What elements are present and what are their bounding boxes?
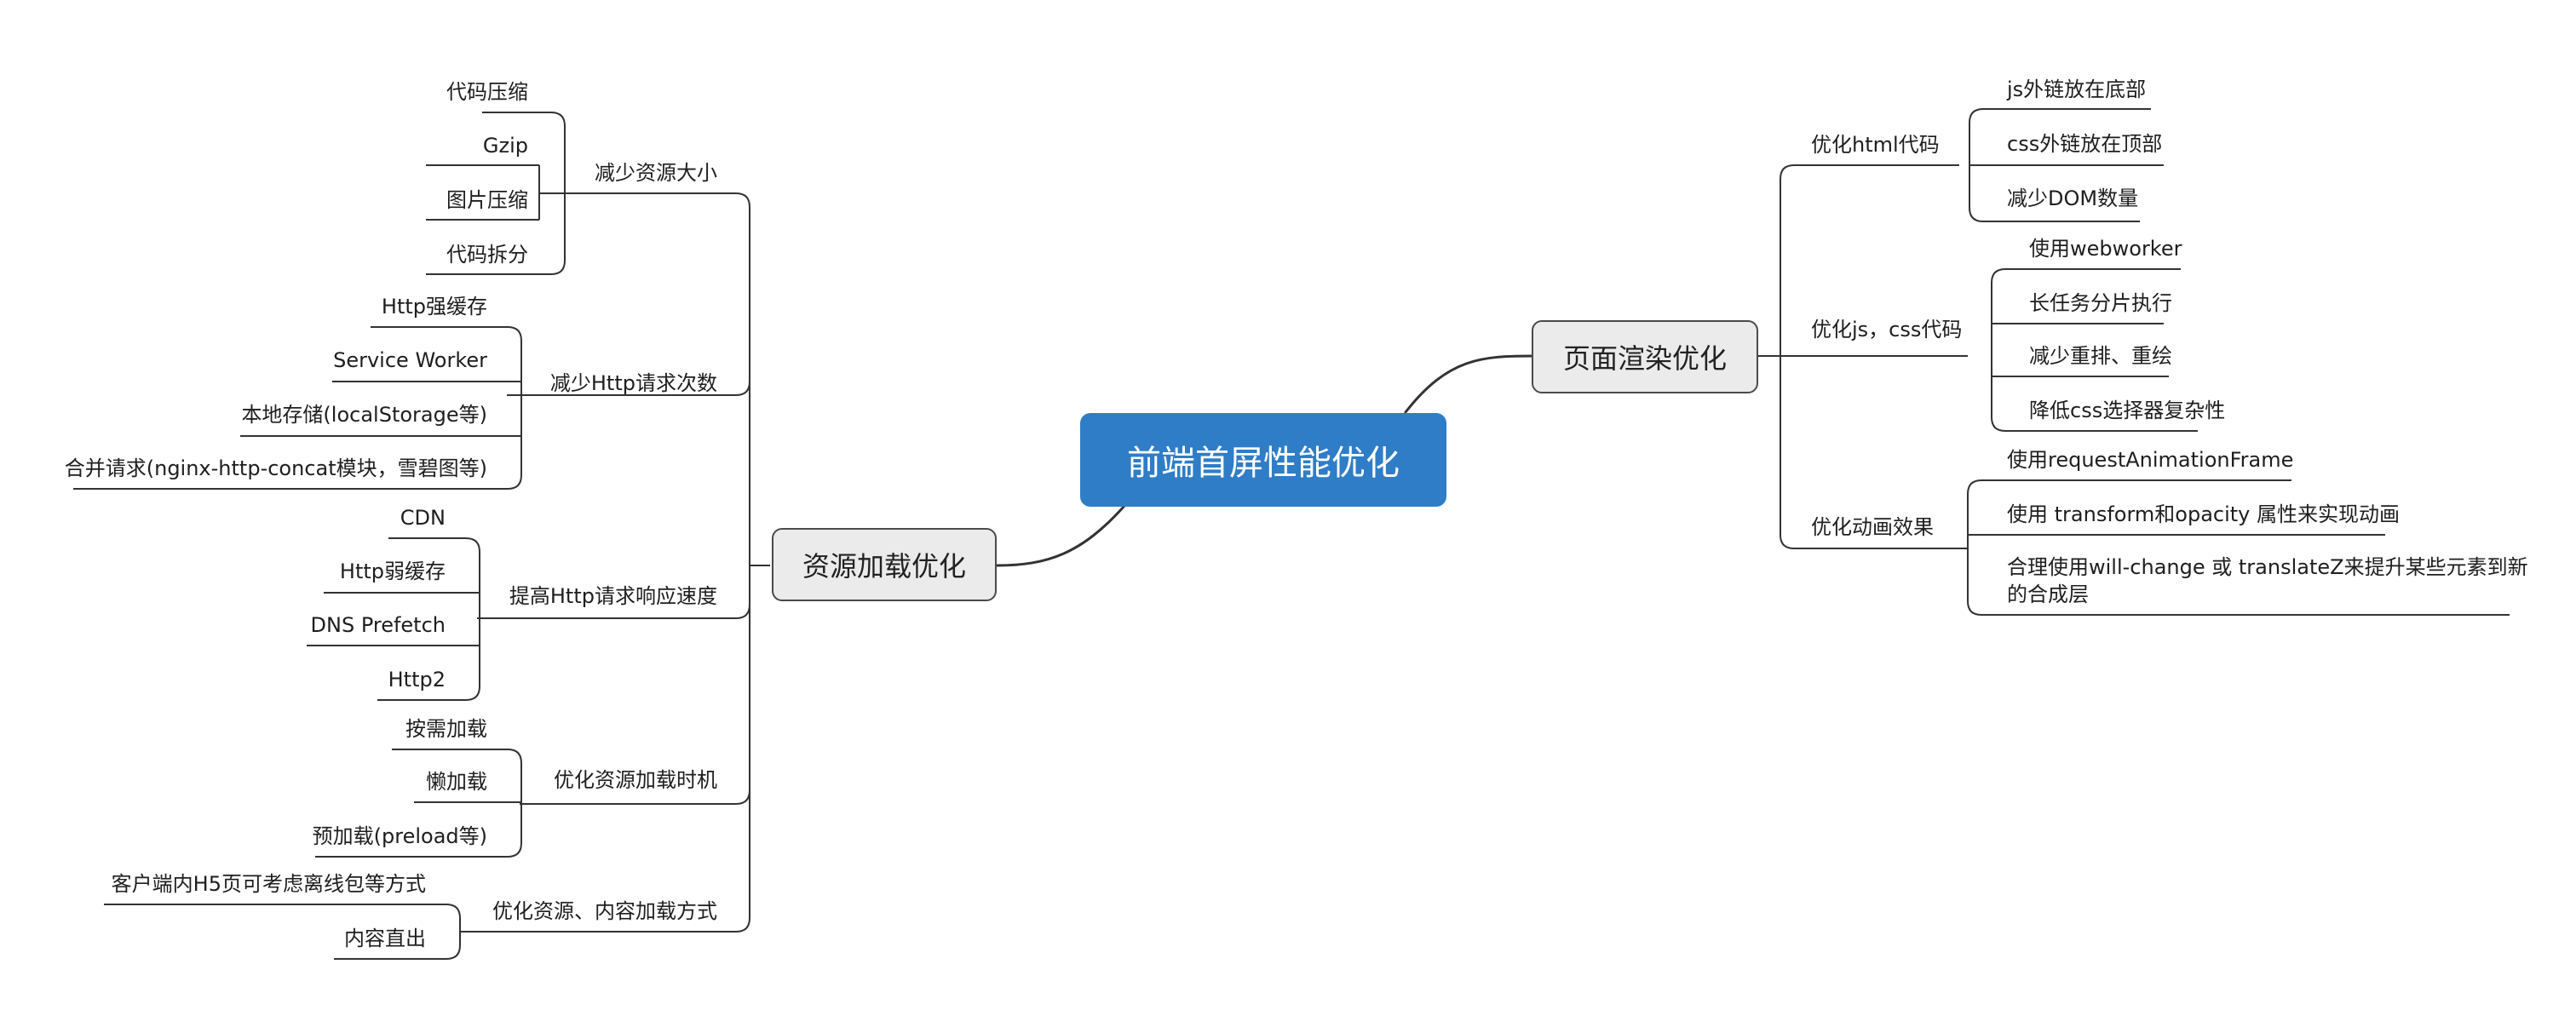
leaf-image-compress[interactable]: 图片压缩	[446, 188, 528, 212]
branch-page-rendering[interactable]: 页面渲染优化	[1532, 320, 1758, 393]
leaf-transform-opacity[interactable]: 使用 transform和opacity 属性来实现动画	[2007, 502, 2401, 526]
leaf-content-direct[interactable]: 内容直出	[344, 927, 426, 950]
leaf-http-strong-cache[interactable]: Http强缓存	[381, 295, 487, 319]
topic-response-speed[interactable]: 提高Http请求响应速度	[509, 584, 717, 608]
topic-load-method[interactable]: 优化资源、内容加载方式	[492, 899, 717, 923]
leaf-will-change-line2[interactable]: 的合成层	[2007, 582, 2089, 606]
leaf-service-worker[interactable]: Service Worker	[333, 348, 487, 372]
topic-optimize-js-css[interactable]: 优化js，css代码	[1811, 318, 1963, 341]
leaf-http2[interactable]: Http2	[388, 668, 446, 692]
root-label: 前端首屏性能优化	[1127, 444, 1400, 483]
leaf-long-task-split[interactable]: 长任务分片执行	[2029, 291, 2172, 315]
leaf-cdn[interactable]: CDN	[400, 506, 446, 530]
topic-reduce-size[interactable]: 减少资源大小	[595, 161, 717, 185]
branch-label: 资源加载优化	[802, 550, 966, 582]
leaf-js-bottom[interactable]: js外链放在底部	[2007, 77, 2147, 101]
leaf-gzip[interactable]: Gzip	[482, 134, 528, 158]
branch-label: 页面渲染优化	[1562, 342, 1727, 375]
leaf-code-split[interactable]: 代码拆分	[446, 243, 528, 267]
leaf-dns-prefetch[interactable]: DNS Prefetch	[310, 613, 446, 637]
leaf-local-storage[interactable]: 本地存储(localStorage等)	[241, 403, 487, 427]
leaf-http-weak-cache[interactable]: Http弱缓存	[339, 560, 446, 583]
leaf-merge-requests[interactable]: 合并请求(nginx-http-concat模块，雪碧图等)	[64, 456, 487, 480]
topic-reduce-requests[interactable]: 减少Http请求次数	[549, 371, 717, 395]
leaf-css-selector[interactable]: 降低css选择器复杂性	[2029, 399, 2226, 422]
leaf-reduce-reflow[interactable]: 减少重排、重绘	[2029, 344, 2172, 368]
leaf-code-compress[interactable]: 代码压缩	[446, 80, 528, 104]
leaf-offline-package[interactable]: 客户端内H5页可考虑离线包等方式	[111, 872, 426, 896]
leaf-on-demand[interactable]: 按需加载	[405, 717, 487, 741]
root-node[interactable]: 前端首屏性能优化	[1080, 413, 1446, 507]
leaf-preload[interactable]: 预加载(preload等)	[312, 824, 487, 848]
topic-optimize-animation[interactable]: 优化动画效果	[1811, 515, 1934, 539]
leaf-reduce-dom[interactable]: 减少DOM数量	[2007, 187, 2139, 210]
topic-load-timing[interactable]: 优化资源加载时机	[554, 768, 717, 792]
topic-optimize-html[interactable]: 优化html代码	[1811, 133, 1940, 157]
leaf-webworker[interactable]: 使用webworker	[2029, 237, 2182, 261]
branch-resource-loading[interactable]: 资源加载优化	[772, 528, 997, 601]
leaf-css-top[interactable]: css外链放在顶部	[2007, 132, 2163, 156]
leaf-raf[interactable]: 使用requestAnimationFrame	[2007, 448, 2294, 472]
leaf-will-change-line1[interactable]: 合理使用will-change 或 translateZ来提升某些元素到新	[2007, 555, 2528, 579]
leaf-lazy-load[interactable]: 懒加载	[426, 770, 487, 794]
